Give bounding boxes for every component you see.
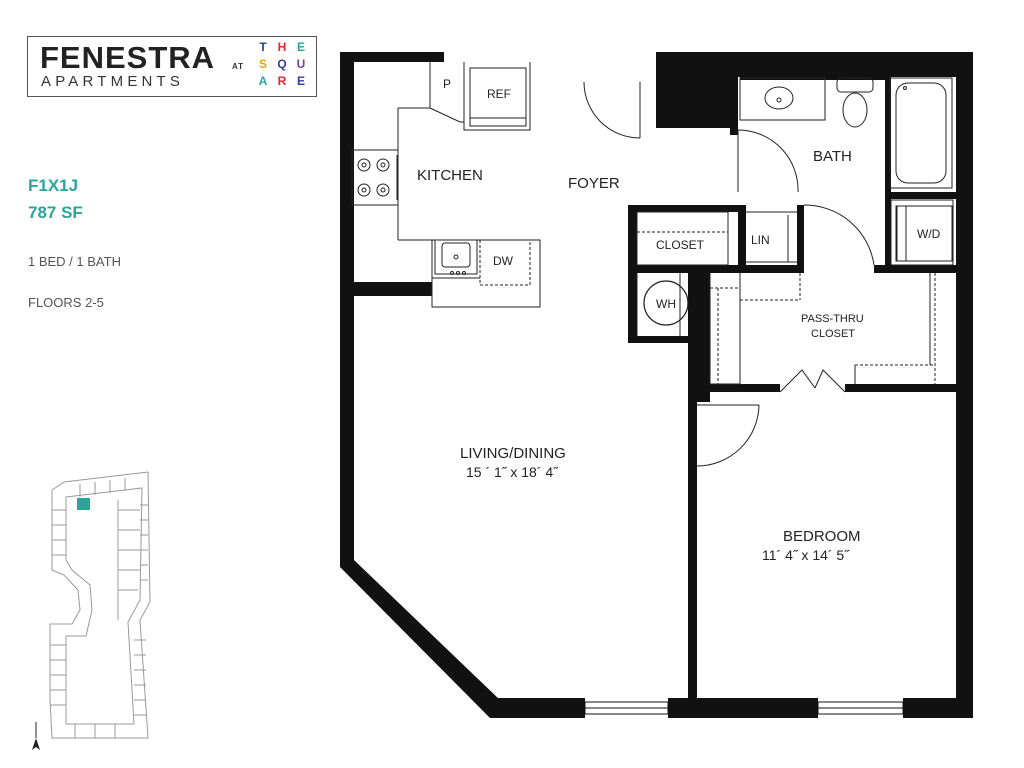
label-pass-thru: PASS-THRU — [801, 313, 864, 325]
label-wh: WH — [656, 297, 676, 311]
logo-square-letter: U — [296, 57, 306, 71]
logo-square-letter: S — [258, 57, 267, 71]
plan-floors: FLOORS 2-5 — [28, 295, 104, 310]
label-ref: REF — [487, 87, 511, 101]
logo-square-letter: R — [277, 74, 287, 88]
logo-at: AT — [232, 62, 245, 71]
logo-square-letter: E — [296, 40, 305, 54]
label-bedroom-dims: 11´ 4˝ x 14´ 5˝ — [762, 547, 850, 563]
north-arrow-icon — [32, 722, 40, 750]
logo-square-letter: T — [259, 40, 267, 54]
logo-square-letter: E — [296, 74, 305, 88]
logo-square-letter: A — [258, 74, 268, 88]
logo-square-letter: H — [277, 40, 287, 54]
label-living-dining: LIVING/DINING — [460, 445, 566, 462]
label-foyer: FOYER — [568, 175, 620, 192]
plan-name: F1X1J — [28, 176, 79, 195]
label-wd: W/D — [917, 227, 941, 241]
water-heater-icon — [643, 280, 689, 326]
key-plan-unit-highlight — [77, 498, 90, 510]
label-pantry: P — [443, 77, 451, 91]
exterior-walls — [340, 52, 973, 718]
label-living-dims: 15 ´ 1˝ x 18´ 4˝ — [466, 464, 559, 480]
label-dw: DW — [493, 254, 514, 268]
label-kitchen: KITCHEN — [417, 167, 483, 184]
logo-fenestra: FENESTRA — [40, 40, 216, 75]
sink-drain-icon — [450, 86, 907, 275]
label-pass-thru-closet: CLOSET — [811, 328, 855, 340]
windows — [584, 701, 904, 715]
label-closet: CLOSET — [656, 238, 705, 252]
label-bedroom: BEDROOM — [783, 528, 861, 545]
key-plan — [49, 471, 151, 739]
logo-square-letter: Q — [277, 57, 287, 71]
logo-apartments: APARTMENTS — [41, 73, 185, 90]
plan-area: 787 SF — [28, 203, 83, 222]
plan-beds-baths: 1 BED / 1 BATH — [28, 254, 121, 269]
fixture-lines — [351, 62, 954, 467]
interior-walls — [628, 77, 956, 708]
label-lin: LIN — [751, 233, 770, 247]
cooktop-icon — [357, 158, 390, 197]
label-bath: BATH — [813, 148, 852, 165]
